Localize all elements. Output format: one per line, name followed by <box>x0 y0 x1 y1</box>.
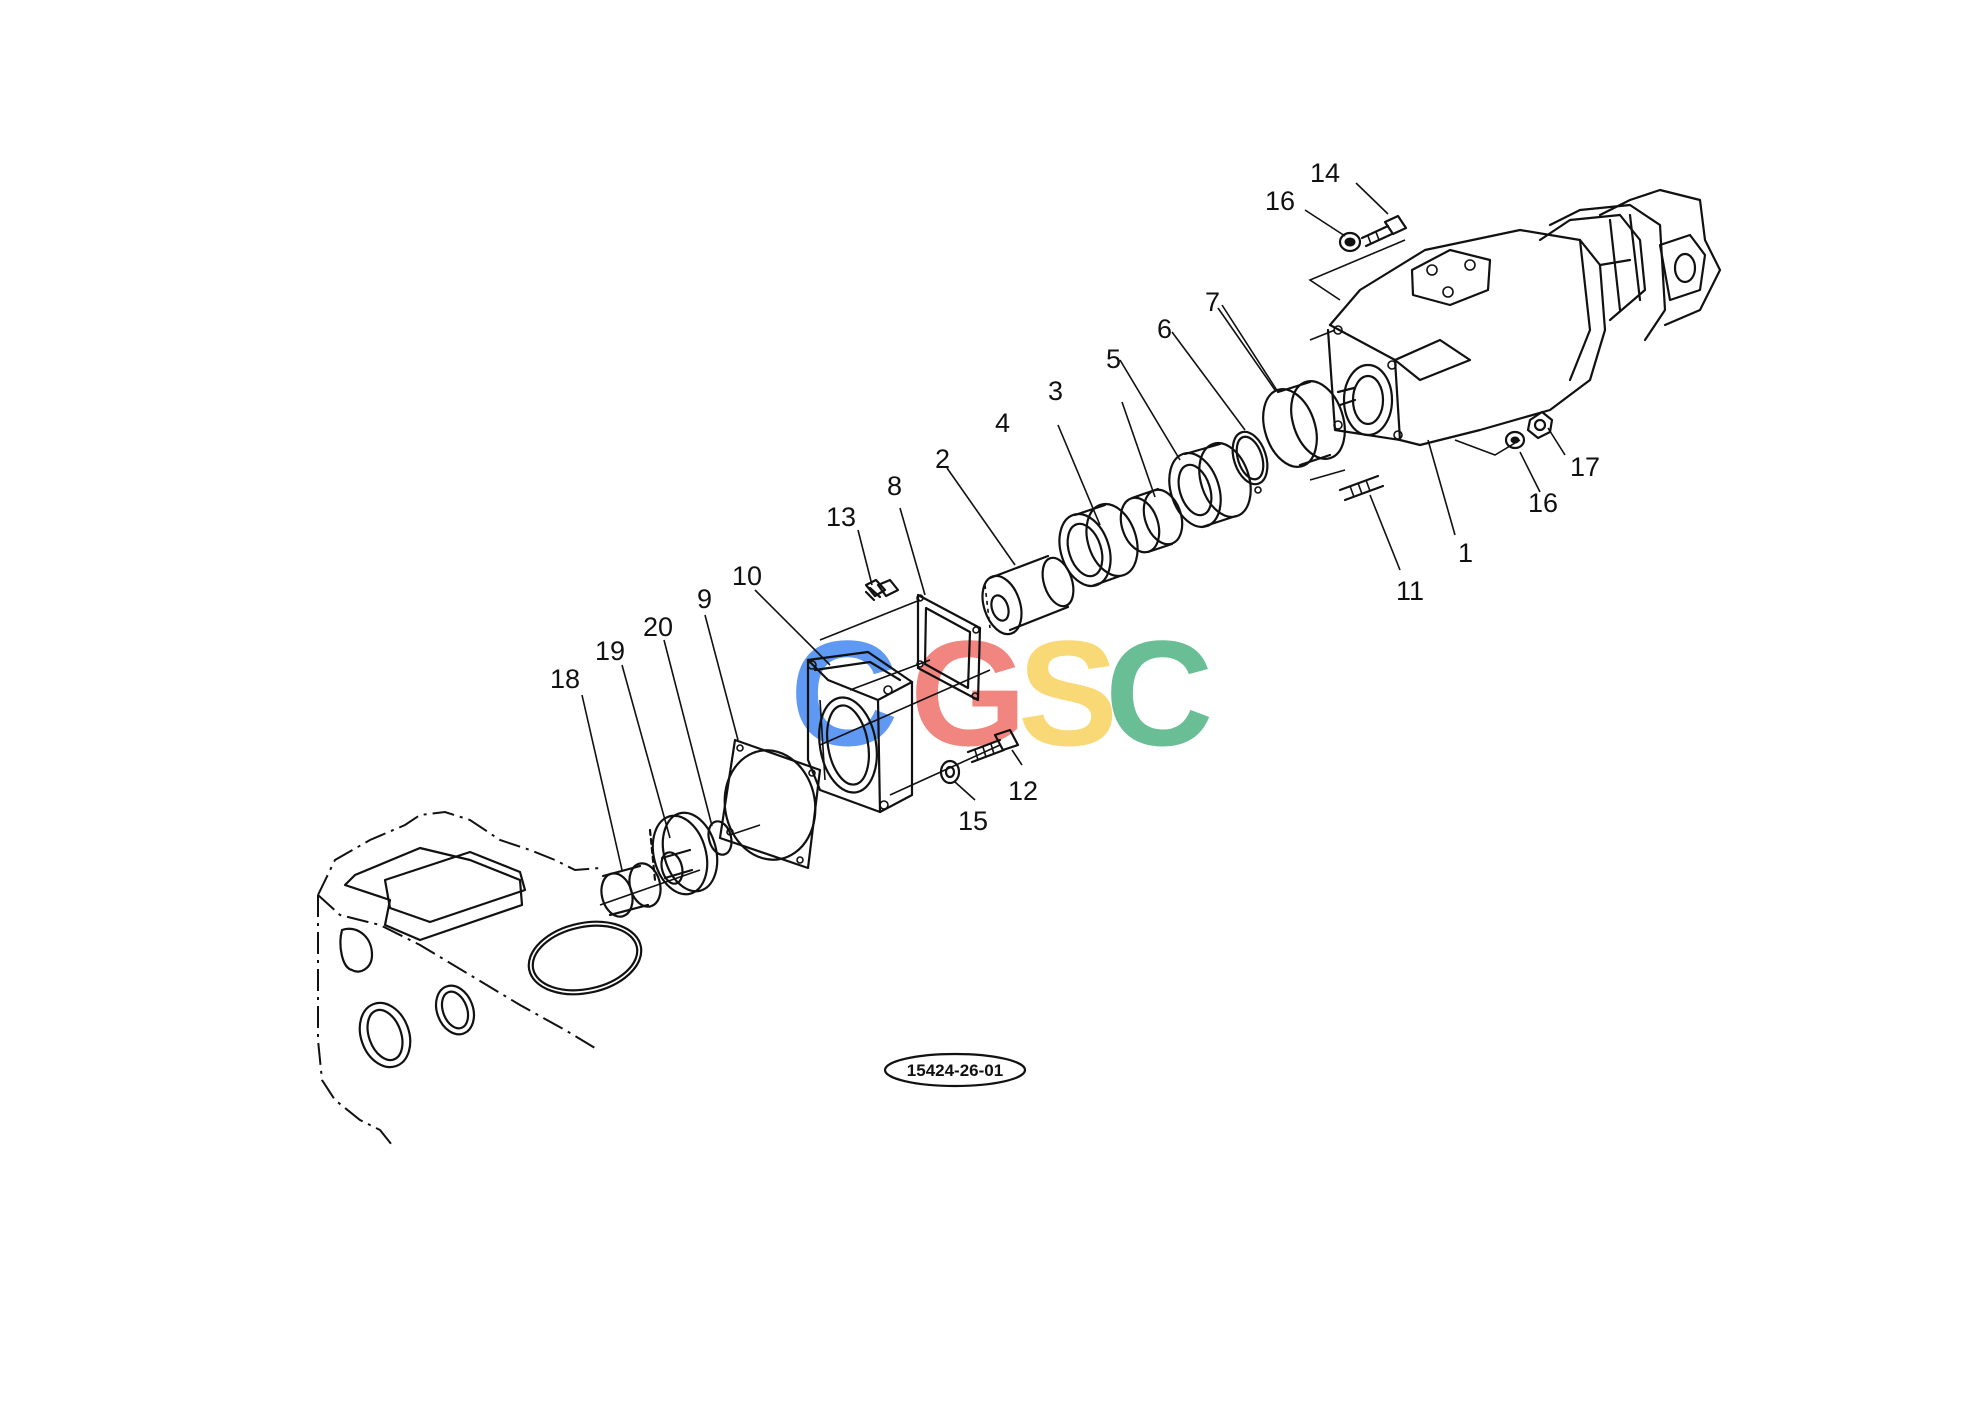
part-3-collar <box>1119 487 1184 554</box>
callout-15: 15 <box>958 806 988 836</box>
callout-5: 5 <box>1106 344 1121 374</box>
part-8-gasket <box>916 593 982 702</box>
callout-13: 13 <box>826 502 856 532</box>
part-14-bolt <box>1360 214 1408 248</box>
callout-6: 6 <box>1157 314 1172 344</box>
callout-11: 11 <box>1396 576 1424 606</box>
callout-19: 19 <box>595 636 625 666</box>
watermark-letter-4: C <box>1105 609 1213 777</box>
callout-20: 20 <box>643 612 673 642</box>
callout-1: 1 <box>1458 538 1473 568</box>
part-6-snap-ring <box>1231 430 1269 494</box>
callout-9: 9 <box>697 584 712 614</box>
callout-17: 17 <box>1570 452 1600 482</box>
callout-8: 8 <box>887 471 902 501</box>
part-19-gear <box>648 811 719 896</box>
drawing-code-badge: 15424-26-01 <box>883 1052 1027 1088</box>
part-2-gear-shaft <box>981 554 1075 636</box>
part-13-bolt <box>864 578 900 602</box>
watermark-logo: C G S C <box>790 609 1213 777</box>
callout-4: 4 <box>995 408 1010 438</box>
callout-2: 2 <box>935 444 950 474</box>
callout-labels: 1 2 3 4 5 6 7 8 9 10 11 12 13 14 15 16 1… <box>550 158 1600 836</box>
callout-14: 14 <box>1310 158 1340 188</box>
engine-housing <box>317 810 643 1146</box>
watermark-letter-3: S <box>1018 609 1118 777</box>
leader-lines <box>581 182 1566 871</box>
assembly-lines <box>599 239 1521 906</box>
callout-12: 12 <box>1008 776 1038 806</box>
part-7-ring <box>1262 380 1346 468</box>
part-4-bearing <box>1058 502 1139 588</box>
callout-16-upper: 16 <box>1265 186 1295 216</box>
callout-7: 7 <box>1205 287 1220 317</box>
drawing-code: 15424-26-01 <box>907 1061 1003 1080</box>
part-18-bushing <box>600 862 662 918</box>
callout-10: 10 <box>732 561 762 591</box>
part-11-stud <box>1338 474 1385 502</box>
part-5-bearing <box>1168 442 1252 529</box>
part-16-washer-upper <box>1338 231 1362 253</box>
watermark-letter-1: C <box>790 609 898 777</box>
callout-18: 18 <box>550 664 580 694</box>
callout-3: 3 <box>1048 376 1063 406</box>
part-16-washer-lower <box>1504 430 1526 450</box>
callout-16-lower: 16 <box>1528 488 1558 518</box>
part-1-hydraulic-pump <box>1326 188 1722 447</box>
part-9-gasket <box>718 738 822 870</box>
